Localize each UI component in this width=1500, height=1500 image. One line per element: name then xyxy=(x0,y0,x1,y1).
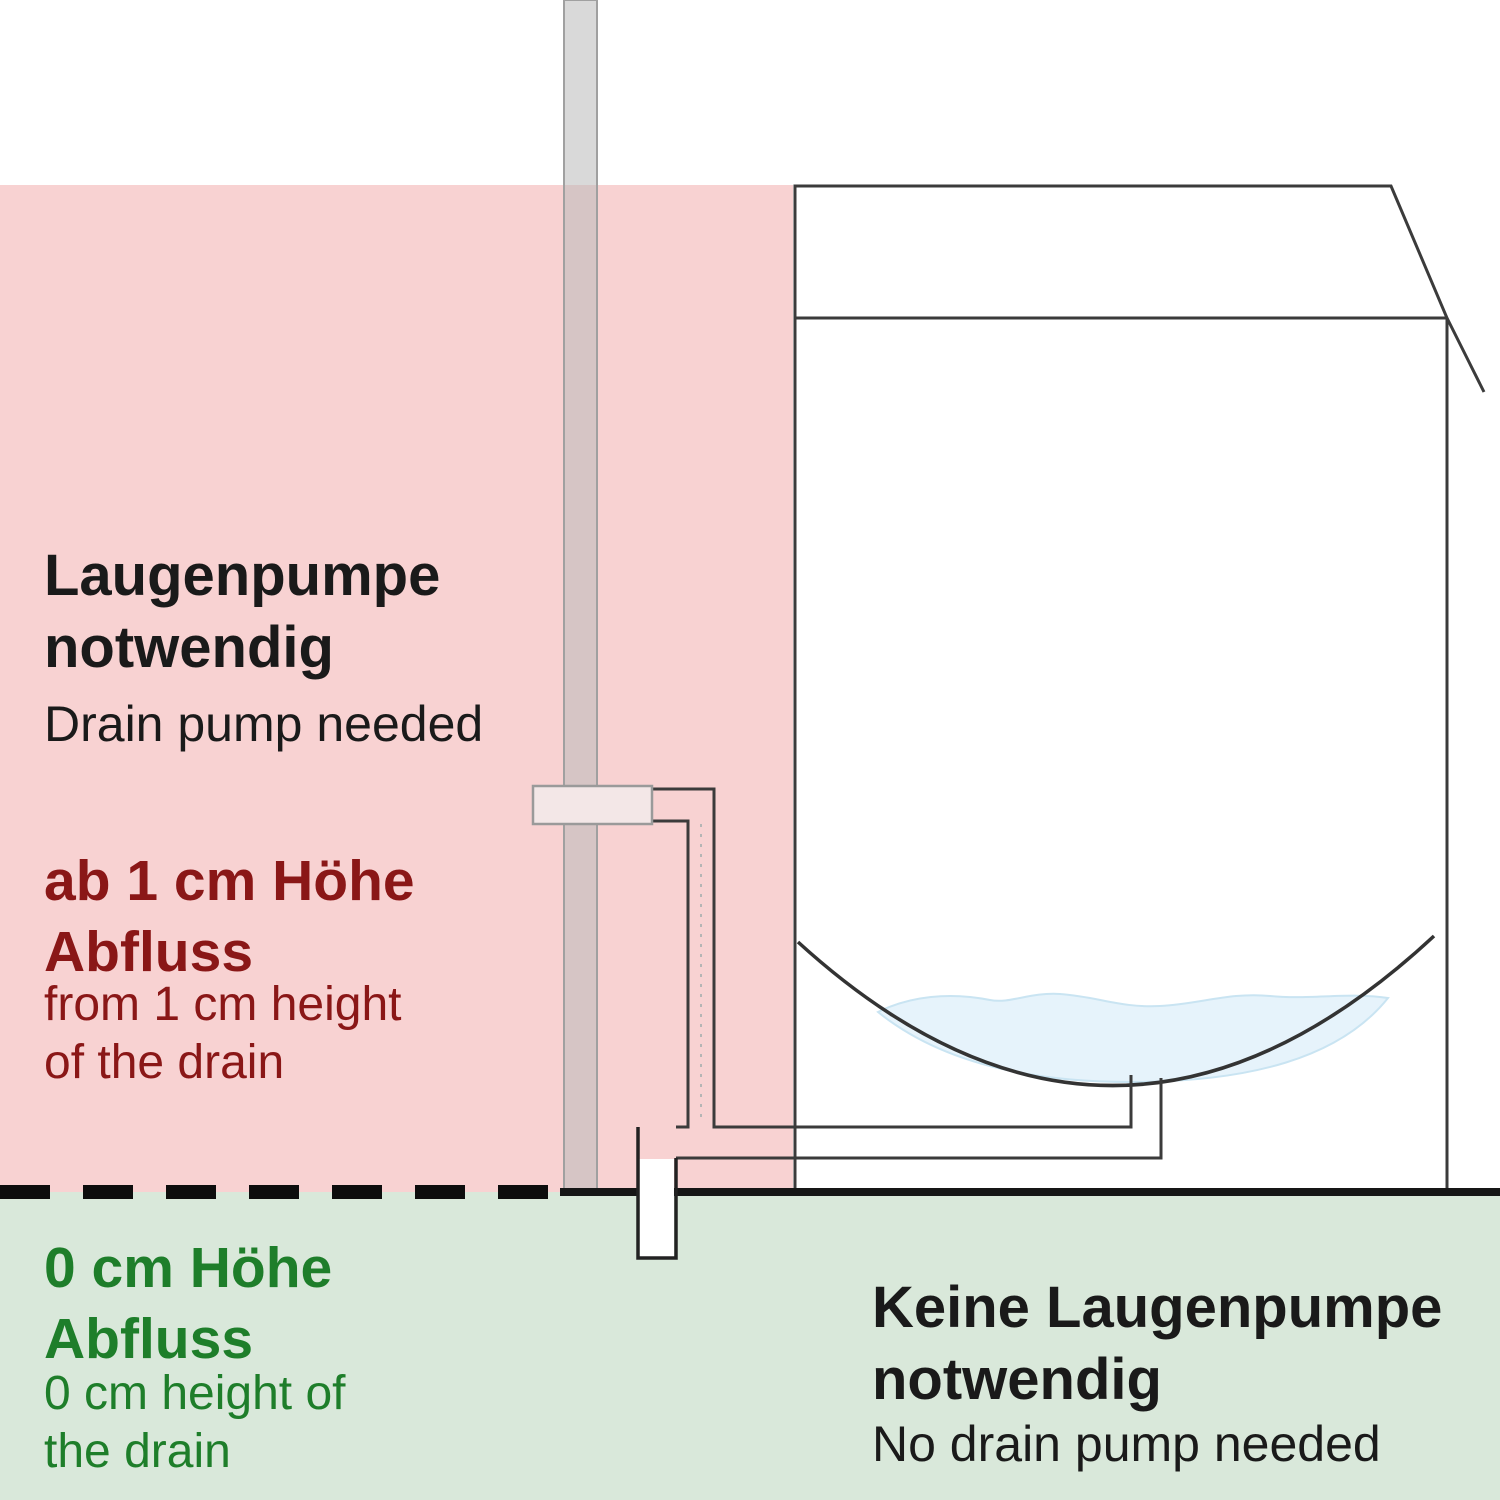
tub-water xyxy=(876,992,1390,1084)
floor-drain-stub-fill xyxy=(639,1159,674,1258)
drain-pump-needed-zone xyxy=(0,185,793,1192)
floor-drain-stub xyxy=(636,1127,678,1260)
green-zone-title-en: No drain pump needed xyxy=(872,1416,1381,1472)
drain-hose-bottom xyxy=(676,1078,1163,1160)
pink-zone-title-en: Drain pump needed xyxy=(44,696,484,752)
washing-machine-body xyxy=(793,184,1449,1192)
standpipe xyxy=(563,0,598,1193)
pink-zone-height-label-en: from 1 cm height of the drain xyxy=(44,978,402,1089)
pink-zone-height-label-de: ab 1 cm Höhe Abfluss xyxy=(44,849,415,984)
drain-hose-outer xyxy=(651,787,1133,1129)
tub-bowl xyxy=(796,934,1436,1088)
green-zone-height-label-de: 0 cm Höhe Abfluss xyxy=(44,1236,333,1371)
no-drain-pump-zone xyxy=(0,1192,1500,1500)
green-zone-height-label-en: 0 cm height of the drain xyxy=(44,1367,346,1478)
green-zone-title-de: Keine Laugenpumpe notwendig xyxy=(872,1275,1443,1412)
pink-zone-title-de: Laugenpumpe notwendig xyxy=(44,543,441,680)
wall-fitting xyxy=(531,784,654,826)
drain-hose-inner xyxy=(651,819,690,1129)
machine-lid-corner xyxy=(1445,317,1486,393)
